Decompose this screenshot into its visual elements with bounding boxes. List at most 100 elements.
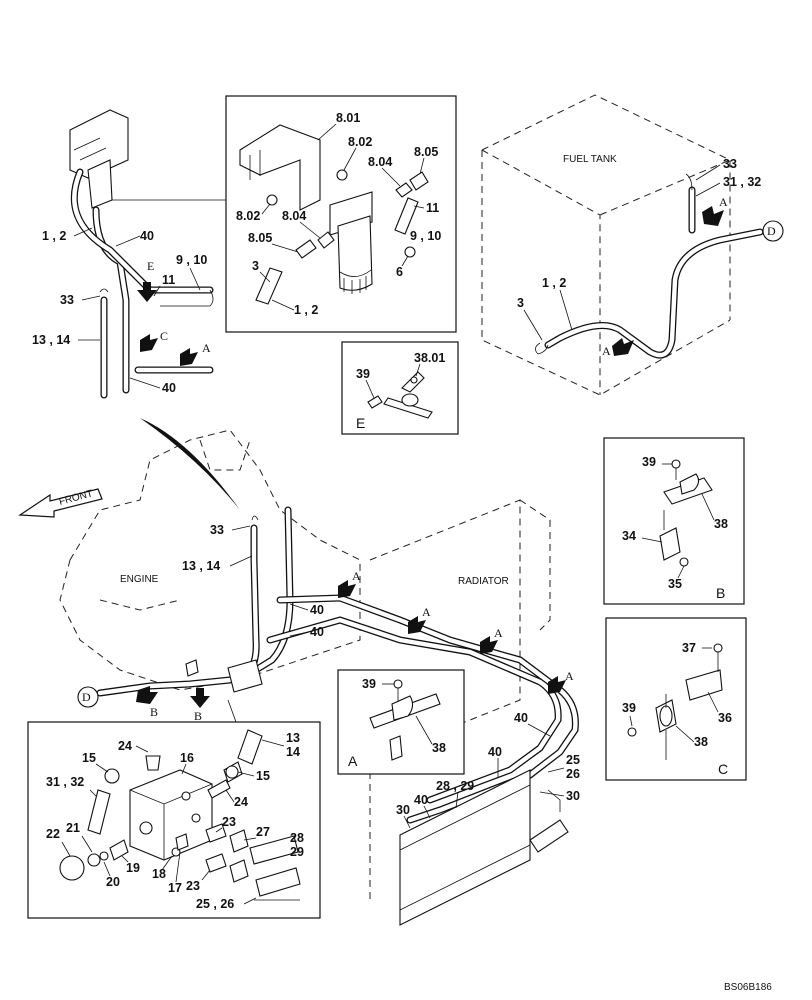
- label-27: 27: [256, 825, 270, 839]
- label-11-filter: 11: [426, 201, 439, 215]
- label-8-04-top: 8.04: [368, 155, 392, 169]
- arrow-c-left: [140, 334, 158, 352]
- label-15-right: 15: [256, 769, 270, 783]
- label-34-b: 34: [622, 529, 636, 543]
- label-25-26-block: 25 , 26: [196, 897, 234, 911]
- label-39-c: 39: [622, 701, 636, 715]
- arrow-a-4: [548, 676, 566, 694]
- clamp-a-assembly: [369, 679, 441, 761]
- label-33-tank: 33: [723, 157, 737, 171]
- arrow-a-2: [408, 616, 426, 634]
- fuel-tank-pipe: [535, 173, 764, 359]
- label-35-b: 35: [668, 577, 682, 591]
- fuel-tank-label: FUEL TANK: [563, 154, 617, 165]
- label-38-01-e: 38.01: [414, 351, 445, 365]
- label-8-01: 8.01: [336, 111, 360, 125]
- label-20: 20: [106, 875, 120, 889]
- arrow-b-2: [190, 688, 210, 708]
- arrow-b-label-2: B: [194, 709, 202, 723]
- detail-box-e: [341, 341, 459, 435]
- clamp-e-assembly: [367, 371, 433, 419]
- label-17: 17: [168, 881, 182, 895]
- label-8-05-top: 8.05: [414, 145, 438, 159]
- label-38-a: 38: [432, 741, 446, 755]
- arrow-a-label-3: A: [494, 626, 503, 640]
- label-13-block: 13: [286, 731, 300, 745]
- view-letter-b-box: B: [716, 585, 725, 601]
- label-40-left-top: 40: [140, 229, 154, 243]
- label-36-c: 36: [718, 711, 732, 725]
- main-fuel-lines: [96, 506, 579, 824]
- label-8-02-left: 8.02: [236, 209, 260, 223]
- fuel-filter-assembly: [239, 124, 429, 305]
- label-13-14-left: 13 , 14: [32, 333, 70, 347]
- connector-d-circle-tank: [762, 220, 784, 242]
- clamp-c-assembly: [627, 643, 723, 760]
- view-letter-c-box: C: [718, 761, 728, 777]
- label-9-10-left: 9 , 10: [176, 253, 207, 267]
- label-40-left-bottom: 40: [162, 381, 176, 395]
- label-28-29-cooler: 28 , 29: [436, 779, 474, 793]
- arrow-a-3: [480, 636, 498, 654]
- arrow-e-left: [137, 282, 157, 302]
- arrow-a-tank-top: [702, 206, 724, 226]
- label-24-right: 24: [234, 795, 248, 809]
- label-18: 18: [152, 867, 166, 881]
- label-3-tank: 3: [517, 296, 524, 310]
- label-21: 21: [66, 821, 80, 835]
- view-letter-a-box: A: [348, 753, 358, 769]
- radiator-label: RADIATOR: [458, 576, 509, 587]
- label-40-cooler-low: 40: [414, 793, 428, 807]
- label-37-c: 37: [682, 641, 696, 655]
- engine-label: ENGINE: [120, 574, 159, 585]
- view-letter-e-box: E: [356, 415, 365, 431]
- label-30-cooler-left: 30: [396, 803, 410, 817]
- label-40-cooler-top: 40: [514, 711, 528, 725]
- label-16: 16: [180, 751, 194, 765]
- label-31-32-block: 31 , 32: [46, 775, 84, 789]
- label-9-10-filter: 9 , 10: [410, 229, 441, 243]
- arrow-a-label-2: A: [422, 605, 431, 619]
- label-33-left: 33: [60, 293, 74, 307]
- label-38-c: 38: [694, 735, 708, 749]
- radiator-outline: [369, 499, 551, 900]
- label-31-32-tank: 31 , 32: [723, 175, 761, 189]
- label-38-b: 38: [714, 517, 728, 531]
- label-39-a: 39: [362, 677, 376, 691]
- label-1-2-tank: 1 , 2: [542, 276, 566, 290]
- label-8-05-left: 8.05: [248, 231, 272, 245]
- label-26-cooler: 26: [566, 767, 580, 781]
- label-25-cooler: 25: [566, 753, 580, 767]
- label-14-block: 14: [286, 745, 300, 759]
- label-8-02-top: 8.02: [348, 135, 372, 149]
- view-letter-d-engine: D: [82, 690, 91, 704]
- label-1-2-left: 1 , 2: [42, 229, 66, 243]
- fuel-cooler: [399, 769, 569, 926]
- arrow-a-label-left: A: [202, 341, 211, 355]
- arrow-a-1: [338, 580, 356, 598]
- label-13-14-engine: 13 , 14: [182, 559, 220, 573]
- front-direction-arrow: [18, 488, 103, 518]
- label-15-left: 15: [82, 751, 96, 765]
- arrow-a-label-1: A: [352, 569, 361, 583]
- label-8-04-left: 8.04: [282, 209, 306, 223]
- label-40-engine-1: 40: [310, 603, 324, 617]
- label-6-filter: 6: [396, 265, 403, 279]
- label-39-e: 39: [356, 367, 370, 381]
- arrow-b-label-1: B: [150, 705, 158, 719]
- detail-box-c: [605, 617, 747, 781]
- label-23-bottom: 23: [186, 879, 200, 893]
- label-40-engine-2: 40: [310, 625, 324, 639]
- label-30-cooler-right: 30: [566, 789, 580, 803]
- label-1-2-filter: 1 , 2: [294, 303, 318, 317]
- filter-sketch-top-left: [69, 109, 214, 399]
- valve-block-assembly: [59, 729, 301, 901]
- label-24-top: 24: [118, 739, 132, 753]
- arrow-a-tank-bottom: [612, 338, 634, 356]
- arrow-c-label: C: [160, 329, 168, 343]
- connector-d-circle-engine: [77, 686, 99, 708]
- view-letter-d-tank: D: [767, 224, 776, 238]
- label-33-engine: 33: [210, 523, 224, 537]
- arrow-a-left: [180, 348, 198, 366]
